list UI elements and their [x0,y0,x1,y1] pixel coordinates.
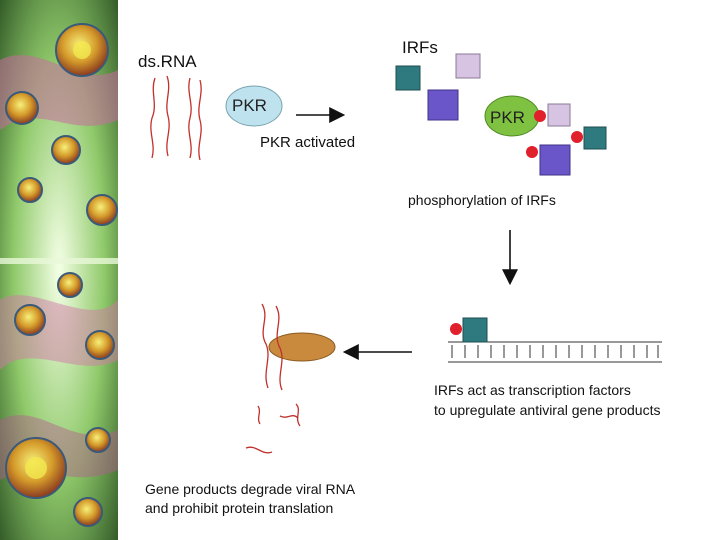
irf-box-lavender-phosphorylated [547,103,571,127]
irf-box-purple-phosphorylated [539,144,571,176]
viral-rna-strands [245,303,301,454]
phosphate-dot-icon [450,323,462,335]
virus-sidebar-image [0,0,118,540]
rna-fragment [257,405,261,425]
irf-box-teal-bound [462,317,488,343]
pkr-inactive-ellipse [225,85,283,127]
irf-box-lavender [455,53,481,79]
phosphorylation-label: phosphorylation of IRFs [408,192,556,208]
irf-box-purple [427,89,459,121]
rna-strand [150,77,156,159]
phosphate-dot-icon [526,146,538,158]
rna-strand [166,75,170,157]
dsrna-strands [150,75,202,161]
irf-box-teal-phosphorylated [583,126,607,150]
irfs-label: IRFs [402,38,438,57]
gene-product-ellipse [268,332,336,362]
pkr-activated-label: PKR activated [260,134,356,151]
phosphate-dot-icon [571,131,583,143]
pkr-active-label: PKR [490,108,525,127]
gene-products-caption: Gene products degrade viral RNA and proh… [145,481,356,516]
irf-box-teal [395,65,421,91]
rna-strand [198,79,202,161]
rna-strand [188,77,192,159]
rna-strand [261,303,269,389]
rna-strand [275,305,283,391]
rna-fragment [295,403,301,427]
pkr-inactive-label: PKR [232,96,267,115]
phosphate-dot-icon [534,110,546,122]
rna-fragment [245,446,273,454]
dna-strand [448,341,662,363]
transcription-caption: IRFs act as transcription factors to upr… [434,382,661,418]
dsrna-label: ds.RNA [138,52,197,71]
rna-fragment [279,415,299,419]
